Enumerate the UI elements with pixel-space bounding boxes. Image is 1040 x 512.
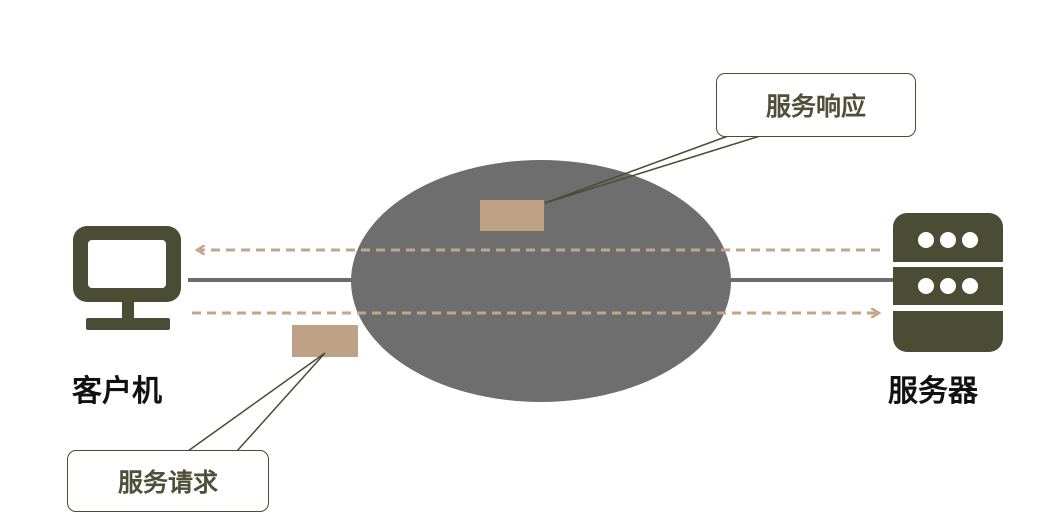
client-label: 客户机 — [72, 374, 162, 409]
request-callout-pointer — [187, 352, 326, 452]
response-packet — [480, 200, 544, 231]
network-ellipse — [351, 160, 731, 402]
response-callout-pointer — [544, 135, 761, 204]
request-callout: 服务请求 — [67, 450, 269, 512]
client-computer-icon — [73, 226, 181, 330]
response-label: 服务响应 — [765, 92, 866, 121]
server-label: 服务器 — [888, 374, 978, 409]
request-label: 服务请求 — [117, 468, 218, 497]
server-icon — [893, 213, 1003, 352]
response-callout: 服务响应 — [716, 73, 916, 137]
request-packet — [292, 325, 358, 357]
